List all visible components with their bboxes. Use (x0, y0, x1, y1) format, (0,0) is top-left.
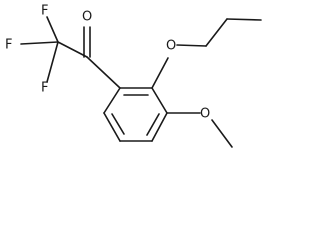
atom-f-bottom: F (41, 81, 48, 96)
bond-c-f-bottom (46, 41, 59, 83)
ring-bond-c2-c3 (151, 87, 168, 114)
atom-labels: O F F F O O (5, 4, 210, 122)
ring-double-c3-c4 (146, 113, 160, 136)
bond-ring-carbonyl (86, 56, 121, 89)
bond-c-f-left (20, 41, 59, 45)
atom-f-left: F (5, 38, 12, 53)
propoxy-group (151, 18, 262, 89)
ring-bond-c6-c1 (103, 87, 121, 114)
atom-o-carbonyl: O (82, 10, 92, 25)
bond-ch2-ch2 (205, 18, 228, 47)
atom-f-top: F (41, 4, 48, 19)
atom-o-methoxy: O (200, 107, 210, 122)
chemical-structure: O F F F O O (5, 4, 262, 148)
bond-o-ch2 (176, 44, 207, 47)
atom-o-propoxy: O (166, 39, 176, 54)
ring-bond-c3-c4 (151, 112, 168, 142)
ring-bond-c5-c6 (103, 112, 121, 142)
bond-ring-o-propoxy (151, 57, 169, 89)
bond-carbonyl-cf3 (57, 41, 88, 58)
benzene-ring (103, 87, 168, 142)
bond-o-ch3 (211, 119, 233, 148)
bond-ch2-ch3 (226, 18, 262, 21)
ring-double-c5-c6 (111, 113, 125, 135)
trifluoroacetyl-group (20, 16, 121, 89)
bond-c-f-top (46, 16, 59, 43)
methoxy-group (166, 112, 233, 148)
